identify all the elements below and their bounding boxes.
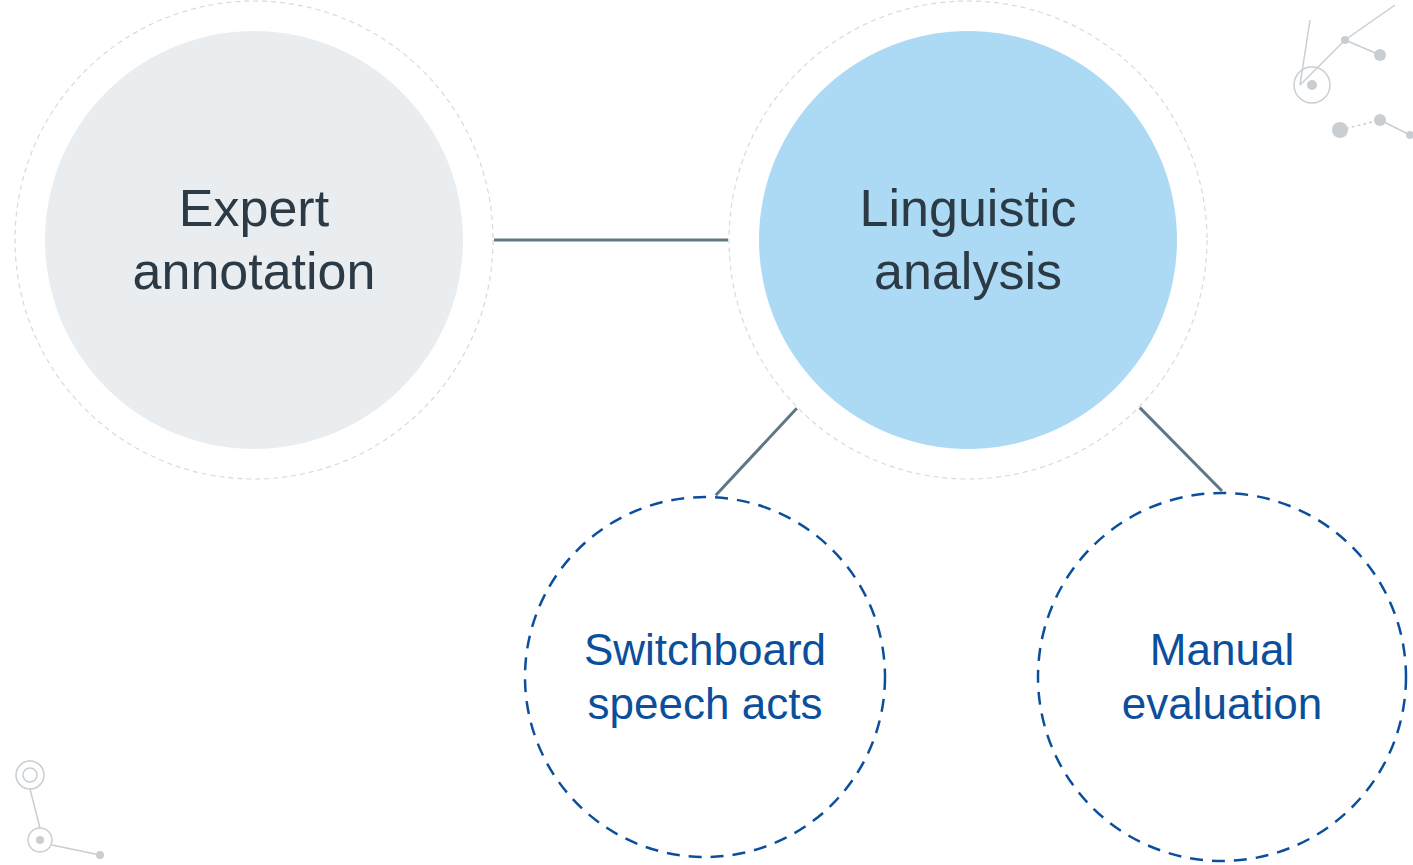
circle-outline [1036, 491, 1408, 863]
node-label: Linguistic analysis [808, 177, 1128, 304]
connector-line [716, 408, 797, 495]
sub-topic-circle: Switchboard speech acts [523, 495, 887, 859]
circle-outline [523, 495, 887, 859]
focus-circle: Linguistic analysis [728, 0, 1208, 480]
connector-line [494, 239, 728, 242]
circle-outline [14, 0, 494, 480]
node-label: Manual evaluation [1082, 623, 1362, 730]
node-label: Expert annotation [94, 177, 414, 304]
source-circle: Expert annotation [14, 0, 494, 480]
circle-outline [728, 0, 1208, 480]
sub-topic-circle: Manual evaluation [1036, 491, 1408, 863]
connector-line [1140, 408, 1222, 491]
node-label: Switchboard speech acts [565, 623, 845, 730]
